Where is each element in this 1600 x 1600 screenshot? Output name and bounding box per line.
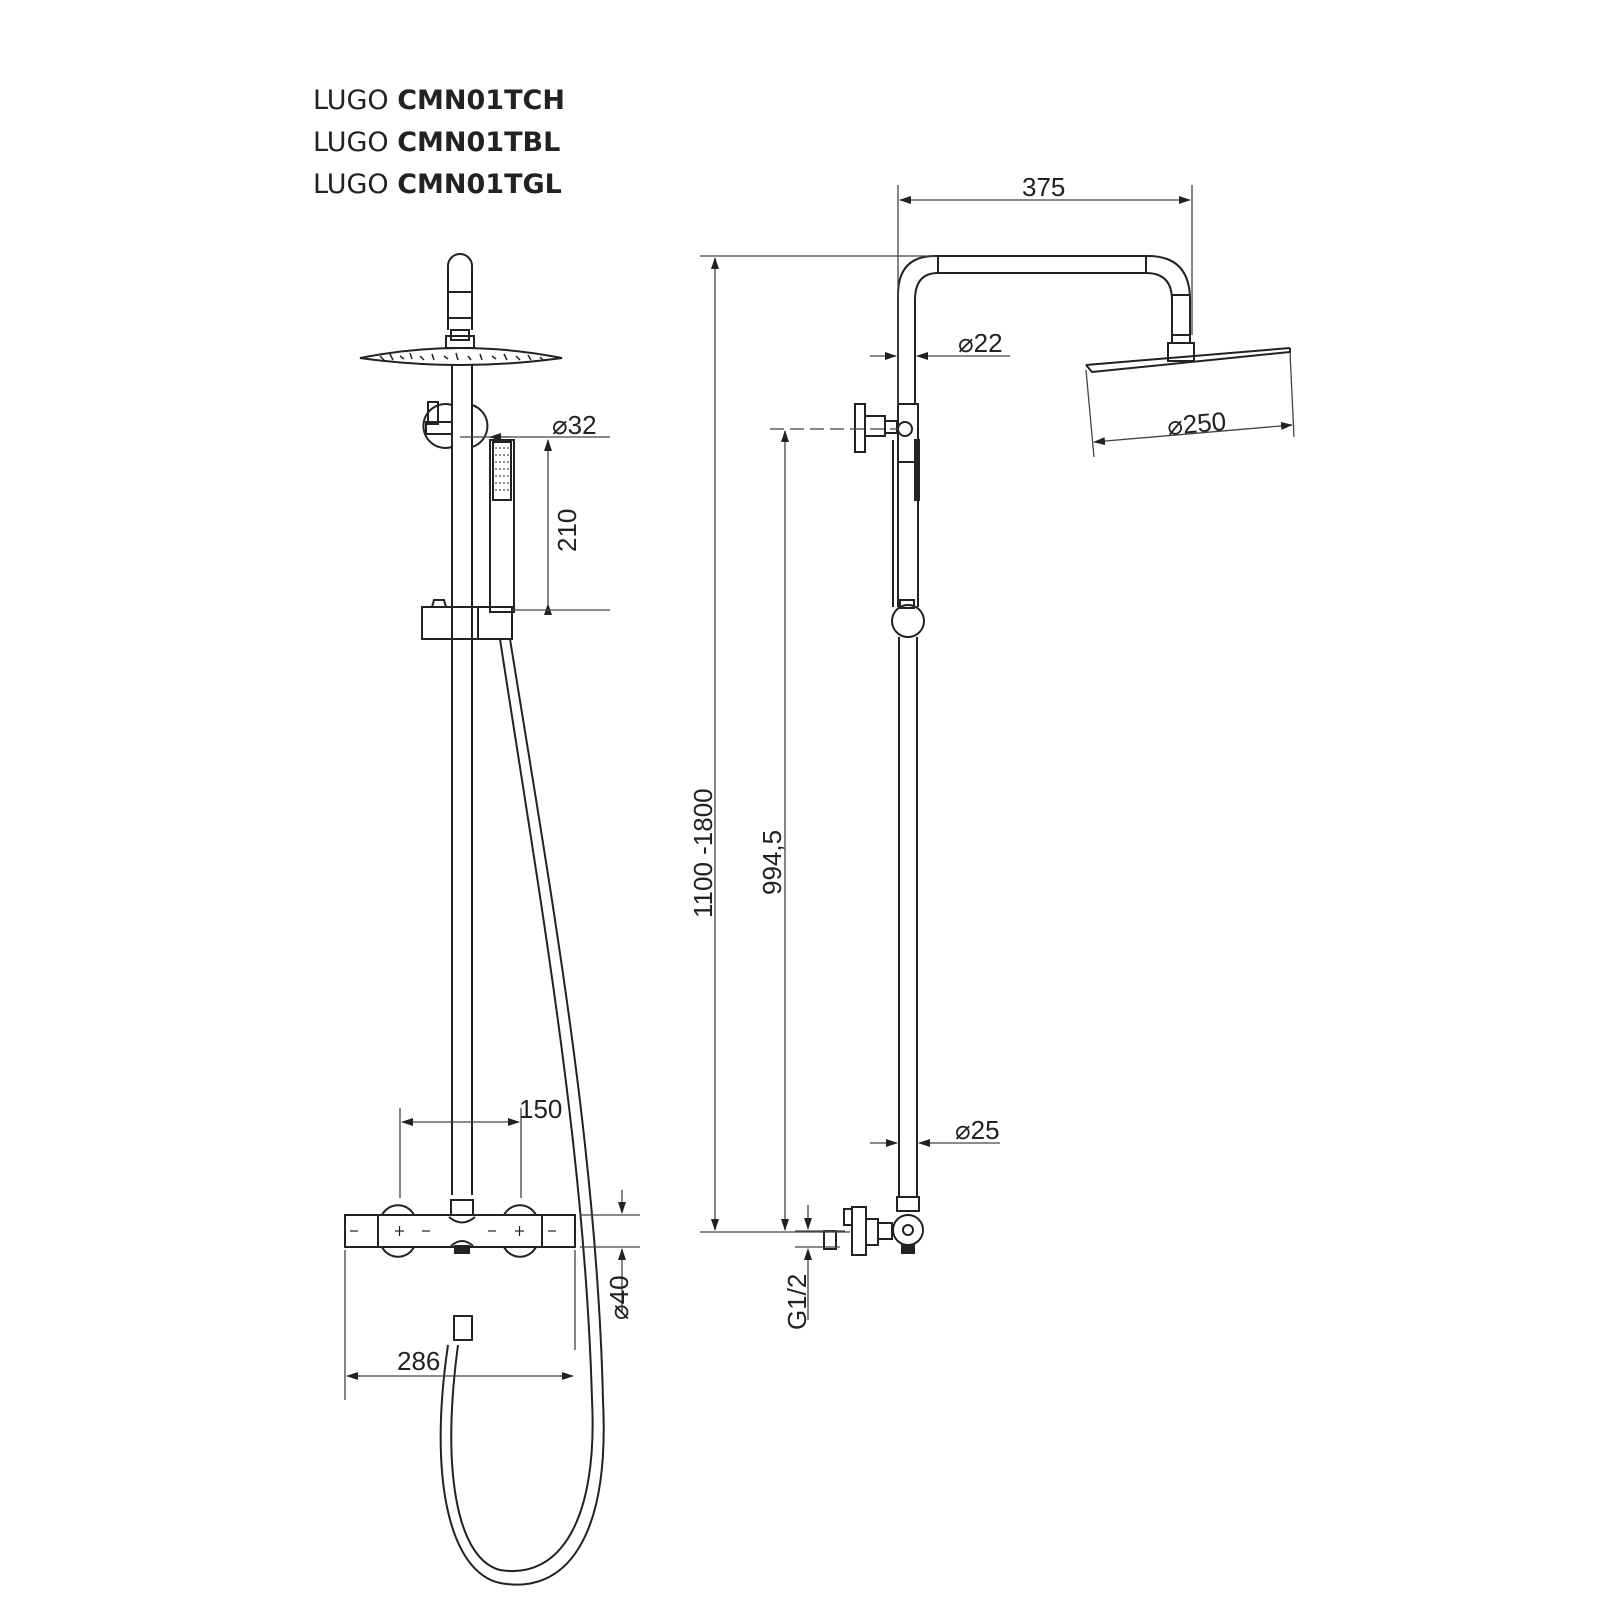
front-view (344, 253, 605, 1586)
side-dimensions (700, 185, 1295, 1320)
brand: LUGO (313, 127, 389, 158)
dim-valve-spacing: 150 (519, 1094, 562, 1124)
model-code: CMN01TGL (397, 169, 562, 200)
title-row-3: LUGO CMN01TGL (313, 164, 565, 206)
model-code: CMN01TBL (397, 127, 561, 158)
overhead-shower-side (1085, 347, 1291, 366)
dim-outlet-height: 994,5 (757, 830, 787, 895)
brand: LUGO (313, 169, 389, 200)
side-view (823, 255, 1291, 1256)
dim-connection-thread: G1/2 (782, 1274, 812, 1330)
hand-shower (489, 439, 515, 613)
product-titles: LUGO CMN01TCH LUGO CMN01TBL LUGO CMN01TG… (313, 80, 565, 206)
dim-riser-lower-diameter: ⌀25 (955, 1115, 1000, 1145)
title-row-1: LUGO CMN01TCH (313, 80, 565, 122)
dim-hand-shower-diameter: ⌀32 (552, 410, 597, 440)
dim-head-diameter: ⌀250 (1166, 406, 1227, 441)
dim-arm-reach: 375 (1022, 172, 1065, 202)
shower-arm (897, 255, 1191, 405)
shower-hose (450, 638, 594, 1573)
dim-hand-shower-length: 210 (552, 509, 582, 552)
dim-riser-upper-diameter: ⌀22 (958, 328, 1003, 358)
dim-body-width: 286 (397, 1346, 440, 1376)
dim-body-diameter: ⌀40 (604, 1275, 634, 1320)
brand: LUGO (313, 85, 389, 116)
overhead-shower-head (359, 347, 563, 366)
title-row-2: LUGO CMN01TBL (313, 122, 565, 164)
front-dimensions (344, 433, 640, 1400)
dim-height-range: 1100 -1800 (688, 788, 718, 918)
slider-holder (421, 606, 479, 640)
model-code: CMN01TCH (397, 85, 565, 116)
